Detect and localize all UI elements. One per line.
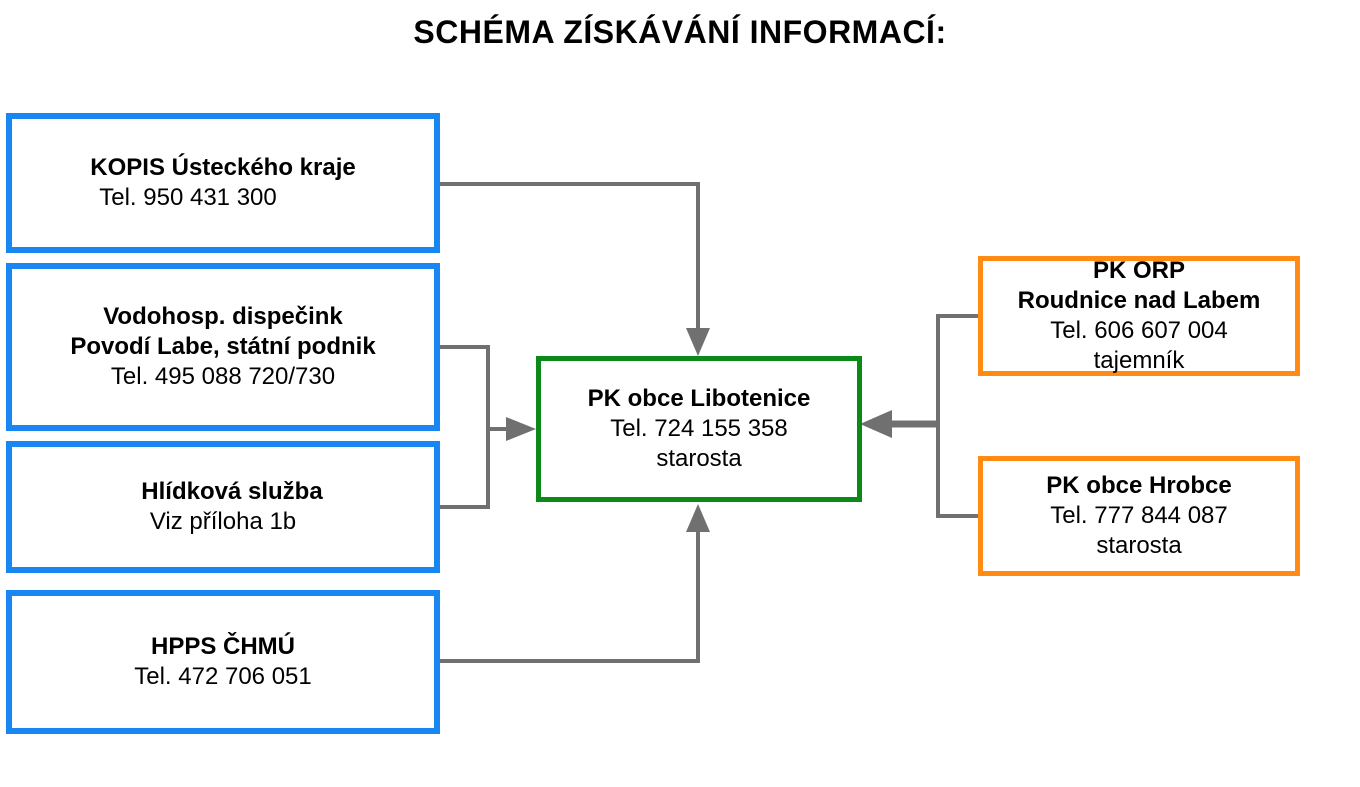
source-box-vodohosp: Vodohosp. dispečink Povodí Labe, státní … xyxy=(6,263,440,431)
source-phone: Tel. 495 088 720/730 xyxy=(110,363,336,390)
source-name: KOPIS Ústeckého kraje xyxy=(90,154,356,181)
source-note: Viz příloha 1b xyxy=(149,508,297,535)
arrow-down-into-center xyxy=(686,328,710,356)
side-role: starosta xyxy=(1096,532,1182,559)
center-name: PK obce Libotenice xyxy=(587,385,811,412)
side-phone: Tel. 777 844 087 xyxy=(1050,502,1228,529)
side-phone: Tel. 606 607 004 xyxy=(1050,317,1228,344)
source-name-line: Povodí Labe, státní podnik xyxy=(70,333,376,360)
source-name: HPPS ČHMÚ xyxy=(150,633,295,660)
center-box-libotenice: PK obce Libotenice Tel. 724 155 358 star… xyxy=(536,356,862,502)
diagram-title: SCHÉMA ZÍSKÁVÁNÍ INFORMACÍ: xyxy=(413,14,947,50)
side-name-line: Roudnice nad Labem xyxy=(1017,287,1261,314)
center-role: starosta xyxy=(656,445,742,472)
connector-side-bracket xyxy=(936,314,980,518)
source-box-hpps: HPPS ČHMÚ Tel. 472 706 051 xyxy=(6,590,440,734)
connector-vodohosp xyxy=(440,345,490,509)
source-name-line: Vodohosp. dispečink xyxy=(103,303,343,330)
arrow-left-into-center xyxy=(860,410,892,438)
source-name: Hlídková služba xyxy=(141,478,323,505)
side-name-line: PK ORP xyxy=(1092,257,1185,284)
arrow-up-into-center xyxy=(686,504,710,532)
connector-kopis xyxy=(440,182,700,330)
source-box-kopis: KOPIS Ústeckého kraje Tel. 950 431 300 xyxy=(6,113,440,253)
side-role: tajemník xyxy=(1093,347,1185,374)
arrow-right-into-center xyxy=(506,417,536,441)
source-phone: Tel. 472 706 051 xyxy=(134,663,312,690)
side-box-hrobce: PK obce Hrobce Tel. 777 844 087 starosta xyxy=(978,456,1300,576)
side-box-orp: PK ORP Roudnice nad Labem Tel. 606 607 0… xyxy=(978,256,1300,376)
connector-hpps xyxy=(440,530,700,663)
source-phone: Tel. 950 431 300 xyxy=(99,184,277,211)
source-box-hlidkova: Hlídková služba Viz příloha 1b xyxy=(6,441,440,573)
center-phone: Tel. 724 155 358 xyxy=(610,415,788,442)
side-name: PK obce Hrobce xyxy=(1046,472,1232,499)
